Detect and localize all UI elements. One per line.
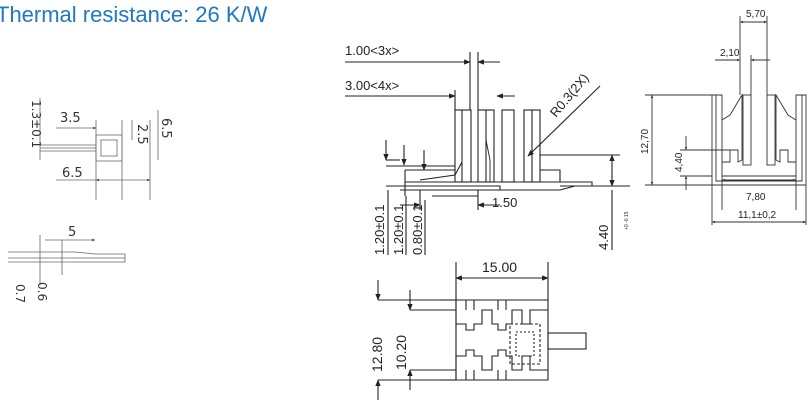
- dim-radius: R0.3(2X): [547, 70, 592, 120]
- dim-pitch-mid: 3.00<4x>: [345, 78, 399, 93]
- dim-small-height: 1.3±0.1: [29, 100, 43, 148]
- pin-blade-3: [501, 109, 515, 183]
- dim-inner-height: 10.20: [393, 335, 409, 370]
- dim-0-80: 0.80±0.1: [410, 204, 425, 255]
- dim-small-6-5-horizontal: 6.5: [62, 166, 83, 181]
- top-view: [375, 262, 587, 400]
- top-view-frame: [455, 299, 549, 381]
- top-view-tab: [547, 332, 587, 350]
- dim-outer-height: 12.80: [369, 337, 385, 372]
- dim-7-80: 7,80: [746, 192, 766, 203]
- dim-small-5: 5: [68, 225, 76, 240]
- dim-small-3-5: 3.5: [60, 111, 81, 126]
- dim-4-40-front: 4.40: [596, 225, 611, 250]
- dim-pitch-top: 1.00<3x>: [345, 43, 399, 58]
- dim-small-2-5: 2.5: [134, 124, 149, 145]
- dim-11-1: 11,1±0,2: [738, 210, 777, 221]
- front-view: [345, 52, 630, 255]
- dim-width-15: 15.00: [482, 259, 517, 275]
- small-body-outline: [95, 134, 123, 162]
- dim-12-70: 12,70: [640, 129, 651, 154]
- dim-4-40-side: 4,40: [674, 152, 685, 172]
- side-view: [645, 16, 807, 225]
- small-drawing: [8, 98, 159, 285]
- dim-tolerance: +0 -0.15: [624, 211, 630, 230]
- dim-2-10: 2,10: [720, 48, 740, 59]
- dim-1-50: 1.50: [492, 195, 517, 210]
- dim-small-0-7: 0.7: [13, 284, 27, 303]
- dim-small-0-6: 0.6: [35, 282, 49, 301]
- small-body-inner: [100, 139, 118, 157]
- page-title: Thermal resistance: 26 K/W: [0, 2, 268, 27]
- dim-1-20-second: 1.20±0.1: [391, 204, 406, 255]
- dim-1-20-first: 1.20±0.1: [372, 204, 387, 255]
- dim-5-70: 5,70: [746, 9, 766, 20]
- side-view-heatsink: [711, 94, 807, 186]
- dim-small-6-5-vertical: 6.5: [158, 118, 173, 139]
- top-view-chip: [509, 323, 541, 365]
